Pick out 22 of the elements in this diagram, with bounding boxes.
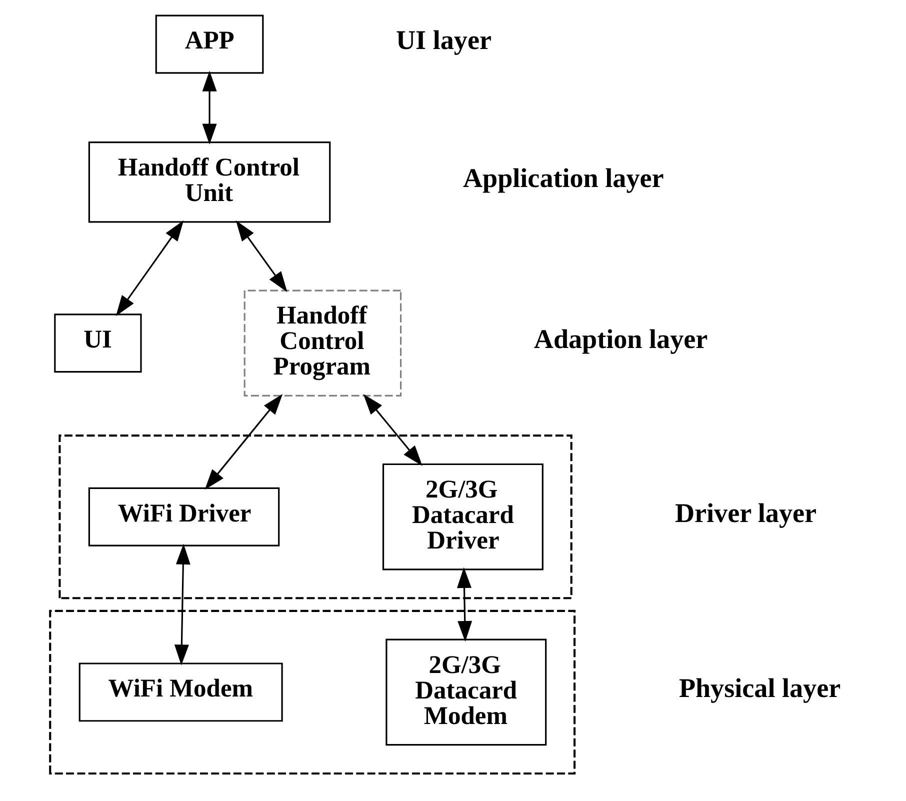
node-box: 2G/3G Datacard Modem	[386, 638, 547, 746]
arrow	[236, 220, 288, 292]
arrow	[202, 70, 217, 144]
cluster	[49, 610, 576, 775]
arrow	[204, 394, 283, 490]
label: Driver layer	[674, 498, 817, 528]
arrow	[363, 394, 422, 466]
arrow	[116, 220, 184, 316]
label: Physical layer	[678, 673, 841, 704]
arrow	[457, 567, 472, 642]
label: Application layer	[462, 163, 664, 194]
arrow	[174, 544, 190, 666]
label: Adaption layer	[534, 324, 708, 354]
node-box: WiFi Driver	[88, 487, 280, 546]
cluster	[58, 434, 572, 600]
node-box: Handoff Control Unit	[88, 141, 331, 223]
label: UI layer	[396, 25, 492, 56]
node-box: UI	[54, 314, 142, 373]
node-box: WiFi Modem	[78, 662, 283, 722]
node-box: Handoff Control Program	[244, 290, 402, 397]
node-box: APP	[155, 14, 264, 74]
node-box: 2G/3G Datacard Driver	[382, 463, 544, 570]
